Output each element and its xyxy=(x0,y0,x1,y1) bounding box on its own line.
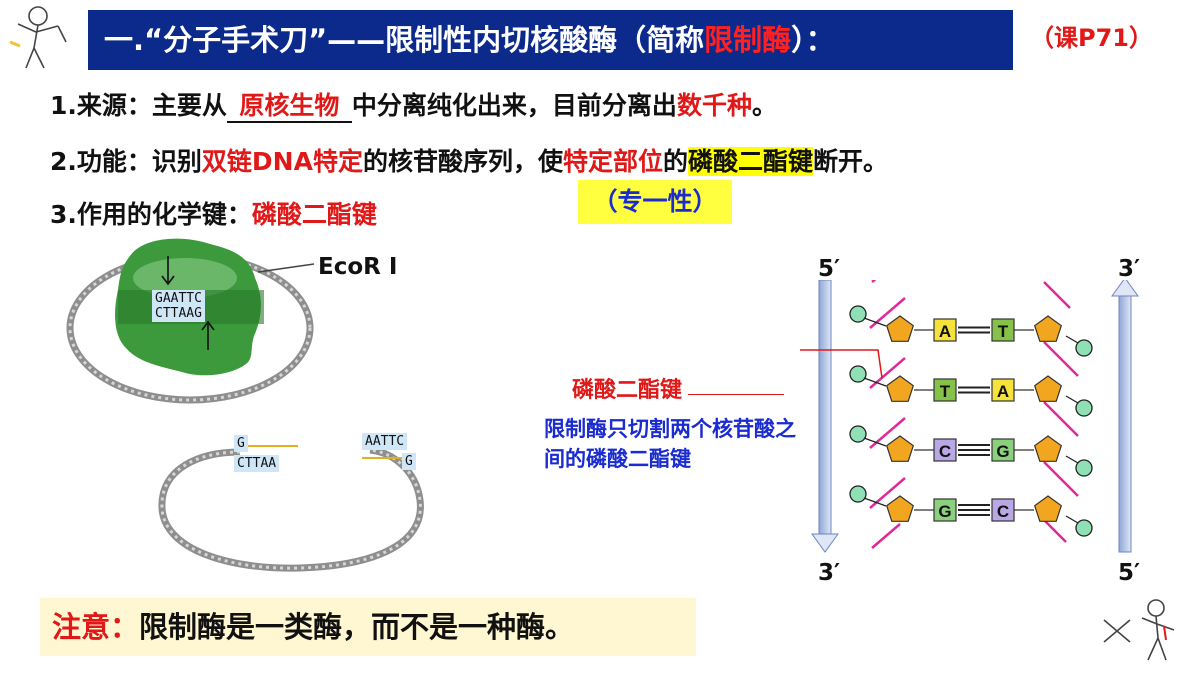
site-top-strand: GAATTC xyxy=(155,291,202,306)
deoxyribose-sugar xyxy=(1033,495,1063,522)
right-bottom-end: 5′ xyxy=(1118,560,1141,586)
base-box xyxy=(933,378,957,402)
bond-label-underline xyxy=(688,394,784,395)
phosphate-group xyxy=(849,305,867,323)
base-box xyxy=(991,438,1015,462)
phosphate-group xyxy=(1075,459,1093,477)
strand-direction-arrow-up xyxy=(1111,280,1139,553)
base-letter: G xyxy=(996,442,1009,461)
specificity-badge: （专一性） xyxy=(578,180,732,224)
recognition-site: GAATTC CTTAAG xyxy=(152,290,205,322)
note-box: 注意：限制酶是一类酶，而不是一种酶。 xyxy=(40,598,696,656)
site-bottom-strand: CTTAAG xyxy=(155,306,202,321)
phosphate-link xyxy=(863,497,887,507)
page-reference: （课P71） xyxy=(1030,24,1153,52)
source-label: 1.来源： xyxy=(50,91,152,120)
title-prefix: 一.“分子手术刀”——限制性内切核酸酶（简称 xyxy=(104,23,705,57)
function-label: 2.功能： xyxy=(50,147,152,176)
function-line: 2.功能：识别双链DNA特定的核苷酸序列，使特定部位的磷酸二酯键断开。 xyxy=(50,142,888,178)
deoxyribose-sugar xyxy=(885,315,915,342)
phosphate-group xyxy=(849,425,867,443)
function-text: 断开。 xyxy=(813,147,889,176)
left-bottom-end: 3′ xyxy=(818,560,841,586)
phosphate-link xyxy=(1065,515,1079,524)
ecori-label: EcoR I xyxy=(318,254,398,280)
dna-ladder-diagram: A T T A C G G C xyxy=(800,280,1139,553)
phosphate-link xyxy=(1065,335,1079,344)
title-suffix: ）： xyxy=(791,23,835,57)
function-keyword: 特定部位 xyxy=(562,147,663,176)
source-blank-answer: 原核生物 xyxy=(226,91,352,123)
source-text: 中分离纯化出来，目前分离出 xyxy=(351,91,677,120)
base-box xyxy=(991,318,1015,342)
right-top-end: 3′ xyxy=(1118,256,1141,282)
left-end-top: G xyxy=(234,435,248,452)
phosphate-group xyxy=(849,485,867,503)
sugar-phosphate-backbones xyxy=(869,280,1079,549)
base-letter: C xyxy=(997,502,1009,521)
cut-explanation: 限制酶只切割两个核苷酸之间的磷酸二酯键 xyxy=(544,417,796,471)
base-box xyxy=(933,438,957,462)
stick-figure-doodle xyxy=(9,6,67,69)
strand-direction-arrow-down xyxy=(811,280,839,553)
sticky-end-left: G CTTAA xyxy=(234,432,280,472)
phosphate-link xyxy=(1065,455,1079,464)
left-end-bottom: CTTAA xyxy=(234,455,280,472)
deoxyribose-sugar xyxy=(1033,435,1063,462)
base-box xyxy=(933,318,957,342)
base-box xyxy=(933,498,957,522)
phosphate-group xyxy=(849,365,867,383)
bond-line: 3.作用的化学键：磷酸二酯键 xyxy=(50,195,377,231)
base-pair-rows: A T T A C G G C xyxy=(849,305,1093,537)
phosphate-group xyxy=(1075,339,1093,357)
right-end-top: AATTC xyxy=(362,433,408,450)
left-top-end: 5′ xyxy=(818,256,841,282)
phosphodiester-bond-label: 磷酸二酯键 xyxy=(572,378,683,403)
deoxyribose-sugar xyxy=(1033,315,1063,342)
deoxyribose-sugar xyxy=(885,435,915,462)
bond-answer: 磷酸二酯键 xyxy=(251,200,377,229)
base-letter: T xyxy=(998,322,1009,341)
base-box xyxy=(991,498,1015,522)
deoxyribose-sugar xyxy=(885,495,915,522)
function-keyword: 双链DNA特定 xyxy=(201,147,363,176)
source-line: 1.来源：主要从原核生物中分离纯化出来，目前分离出数千种。 xyxy=(50,86,777,123)
bond-pointer-line xyxy=(800,349,883,379)
phosphate-link xyxy=(863,317,887,327)
function-text: 的核苷酸序列，使 xyxy=(362,147,563,176)
source-count: 数千种 xyxy=(676,91,752,120)
base-letter: T xyxy=(940,382,951,401)
phosphate-link xyxy=(1065,395,1079,404)
phosphate-link xyxy=(863,377,887,387)
deoxyribose-sugar xyxy=(885,375,915,402)
ecori-diagram xyxy=(66,238,424,572)
source-text: 主要从 xyxy=(151,91,227,120)
deoxyribose-sugar xyxy=(1033,375,1063,402)
function-text: 的 xyxy=(662,147,688,176)
title-highlight: 限制酶 xyxy=(704,23,792,57)
base-letter: A xyxy=(939,322,951,341)
note-label: 注意： xyxy=(52,610,140,644)
note-text: 限制酶是一类酶，而不是一种酶。 xyxy=(139,610,575,644)
base-letter: C xyxy=(939,442,951,461)
phosphate-link xyxy=(863,437,887,447)
phosphate-group xyxy=(1075,519,1093,537)
base-box xyxy=(991,378,1015,402)
right-end-bottom: G xyxy=(402,453,416,470)
stick-figure-doodle xyxy=(1103,599,1175,661)
base-letter: G xyxy=(938,502,951,521)
source-period: 。 xyxy=(751,91,777,120)
bond-label: 3.作用的化学键： xyxy=(50,200,252,229)
title-bar: 一.“分子手术刀”——限制性内切核酸酶（简称限制酶）： xyxy=(88,10,1013,70)
function-text: 识别 xyxy=(151,147,202,176)
phosphate-group xyxy=(1075,399,1093,417)
base-letter: A xyxy=(997,382,1009,401)
sticky-end-right: AATTC G xyxy=(362,430,416,470)
function-highlight: 磷酸二酯键 xyxy=(688,147,814,176)
